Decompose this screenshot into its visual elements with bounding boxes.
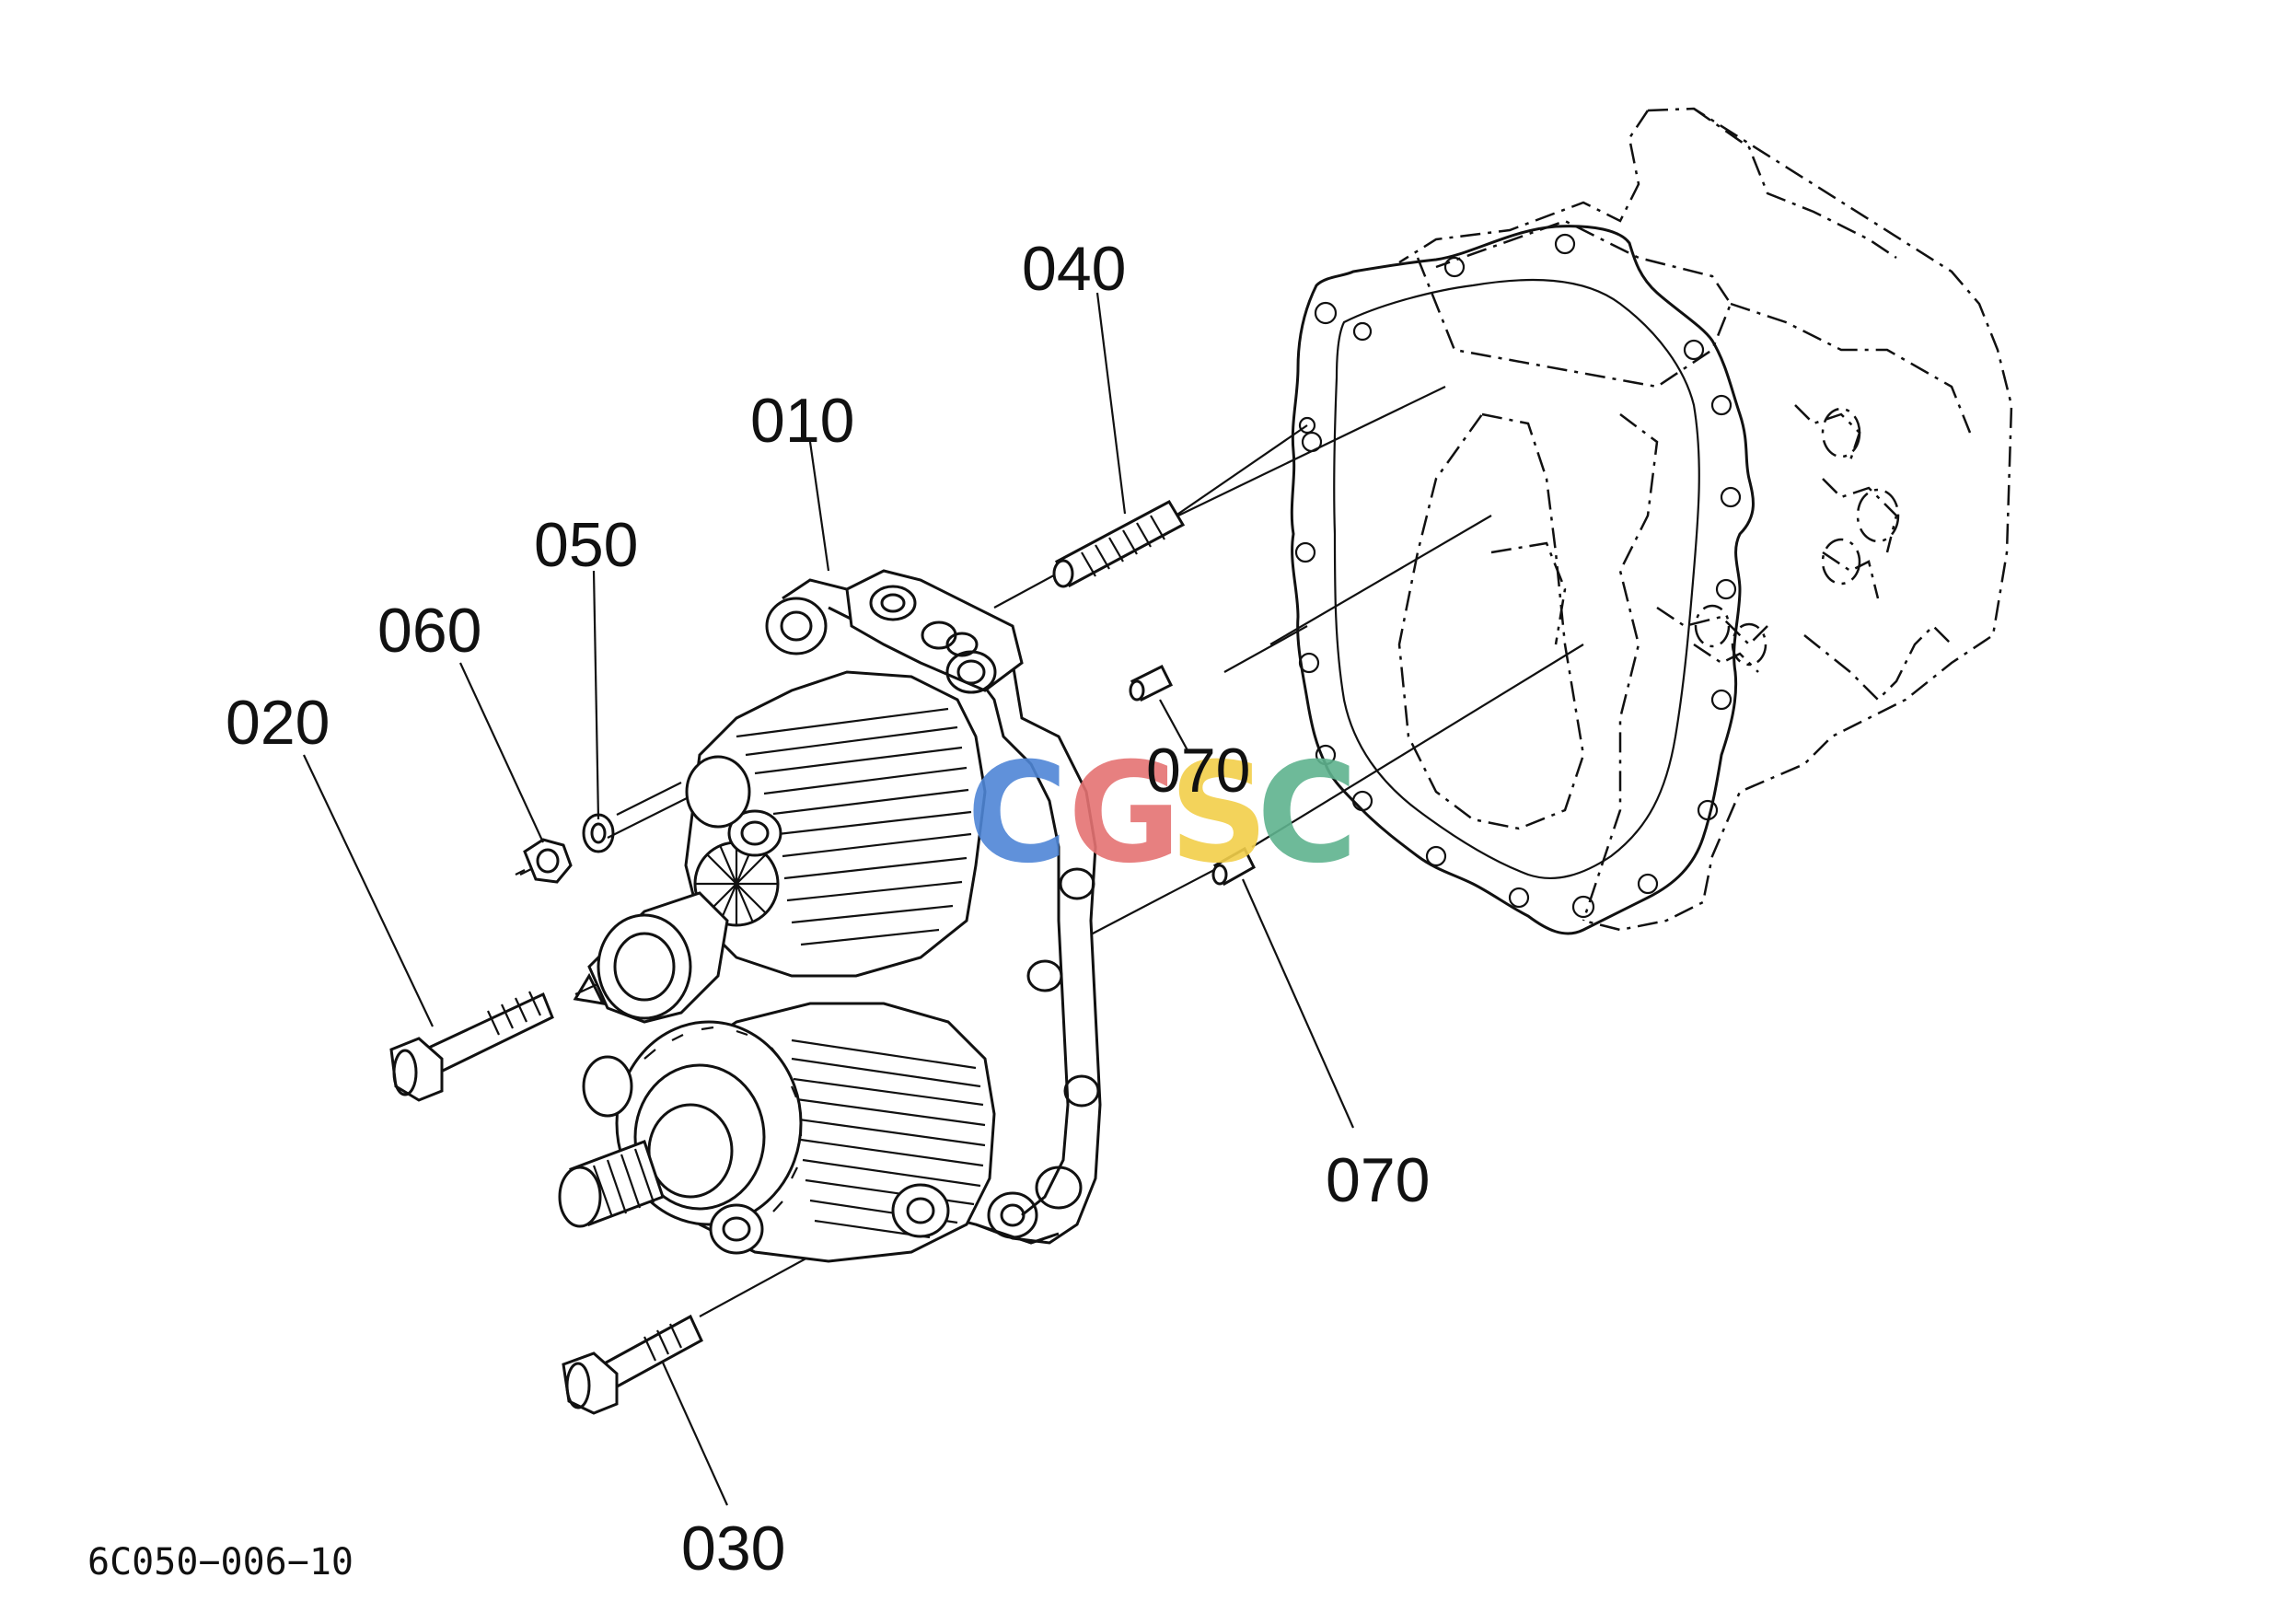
watermark-letter-3: S bbox=[1169, 734, 1269, 894]
bolt-030 bbox=[562, 1314, 703, 1415]
bolt-020 bbox=[389, 991, 554, 1102]
callout-010: 010 bbox=[750, 386, 854, 456]
callout-030: 030 bbox=[681, 1514, 785, 1583]
spring-washer-050 bbox=[582, 813, 615, 853]
hydraulic-case-assembly bbox=[558, 569, 1102, 1263]
transmission-housing bbox=[1397, 107, 2013, 932]
leader-lines bbox=[303, 292, 1355, 1506]
watermark-letter-2: G bbox=[1068, 734, 1181, 894]
housing-flange bbox=[1290, 225, 1755, 935]
cgsc-watermark: C G S C bbox=[967, 734, 1358, 894]
callout-040: 040 bbox=[1022, 234, 1126, 304]
watermark-letter-4: C bbox=[1257, 734, 1358, 894]
pin-070-upper bbox=[1129, 664, 1174, 702]
stud-040 bbox=[1052, 500, 1186, 588]
callout-050: 050 bbox=[534, 510, 638, 580]
watermark-letter-1: C bbox=[967, 734, 1068, 894]
callout-070-lower: 070 bbox=[1326, 1145, 1430, 1215]
diagram-reference-code: 6C050−006−10 bbox=[87, 1541, 353, 1583]
callout-060: 060 bbox=[377, 596, 481, 666]
pin-070-lower bbox=[1211, 846, 1256, 887]
callout-070-upper: 070 bbox=[1146, 736, 1250, 806]
nut-060 bbox=[515, 838, 573, 884]
gear-ring bbox=[643, 1026, 803, 1235]
callout-020: 020 bbox=[226, 688, 330, 758]
